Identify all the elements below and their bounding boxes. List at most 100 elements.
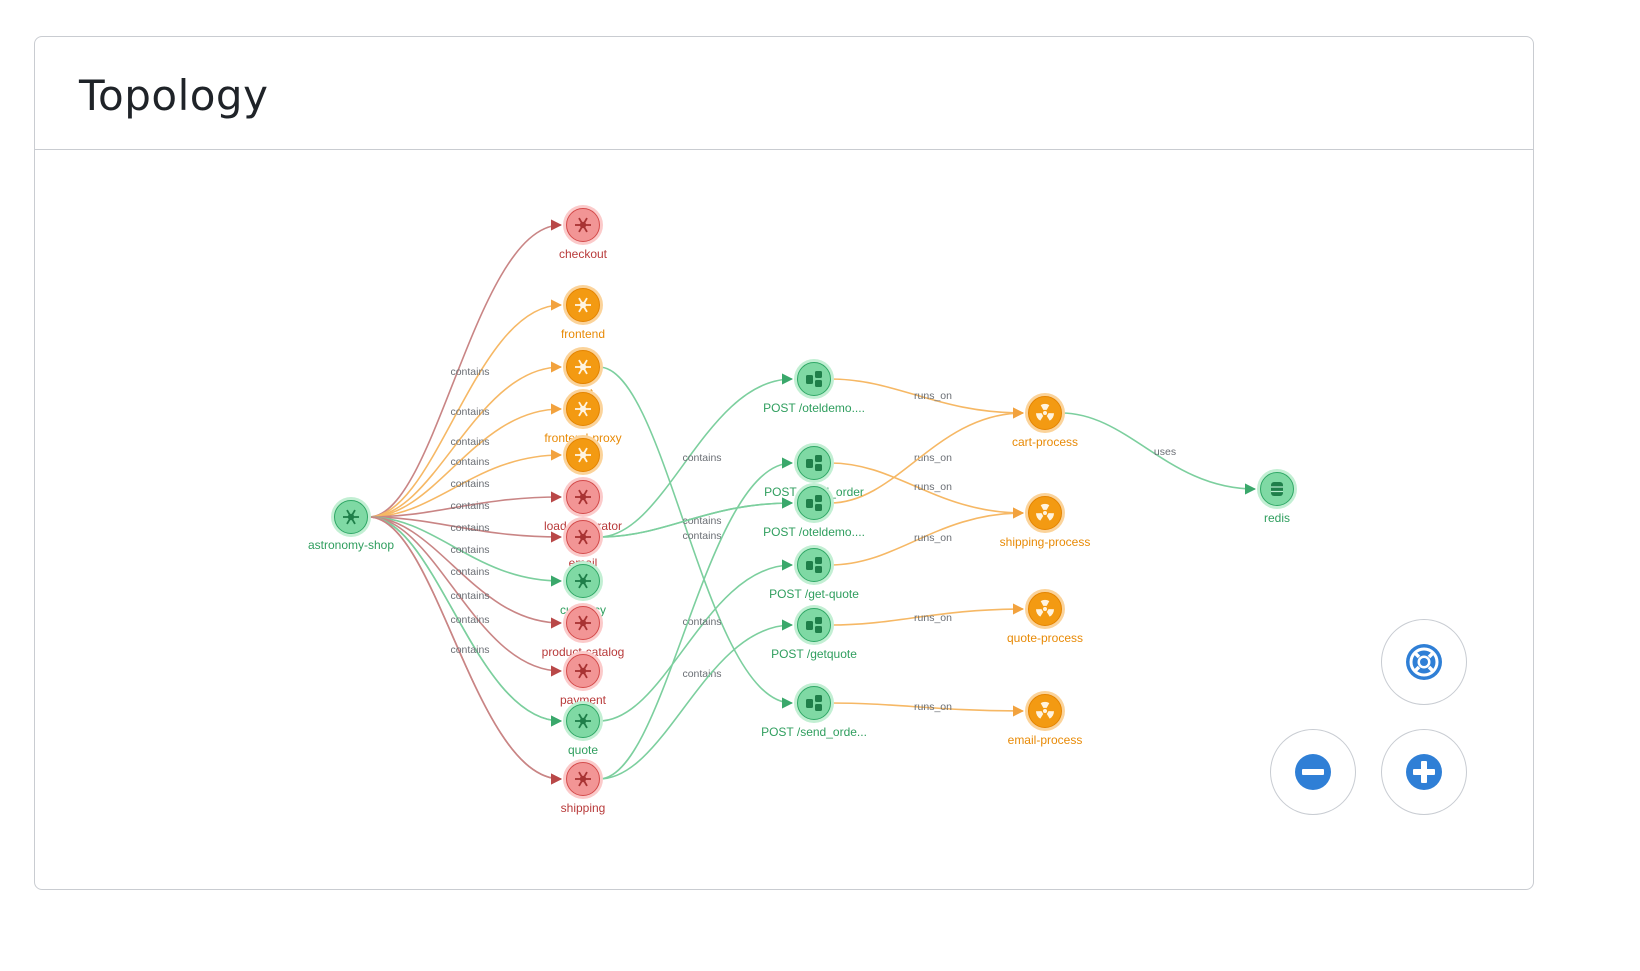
pod-icon <box>575 615 591 631</box>
node-cartp[interactable]: cart-process <box>1012 393 1078 449</box>
edge-label: contains <box>450 544 489 556</box>
edge-label: contains <box>450 366 489 378</box>
node-label: astronomy-shop <box>308 538 394 552</box>
edge-shop-loadgen[interactable] <box>368 491 563 518</box>
pod-icon <box>575 663 591 679</box>
edge-label: uses <box>1154 446 1176 458</box>
edge-label: contains <box>682 616 721 628</box>
edge-shop-catalog[interactable] <box>368 516 563 629</box>
edge-label: contains <box>450 644 489 656</box>
edge-shop-checkout[interactable] <box>368 219 563 518</box>
pod-icon <box>575 359 591 375</box>
node-label: POST /oteldemo.... <box>763 525 865 539</box>
edge-ep4-shipp[interactable] <box>829 507 1025 566</box>
edge-ep1-cartp[interactable] <box>829 378 1025 419</box>
node-ep3[interactable]: POST /oteldemo.... <box>763 483 865 539</box>
pod-icon <box>575 297 591 313</box>
edge-cartp-redis[interactable] <box>1060 412 1257 495</box>
node-catalog[interactable]: product-catalog <box>542 603 625 659</box>
edge-shop-currency[interactable] <box>368 516 563 587</box>
edge-ep6-emailp[interactable] <box>829 702 1025 717</box>
node-label: checkout <box>559 247 608 261</box>
node-label: shipping-process <box>1000 535 1091 549</box>
endpoint-icon <box>806 695 822 711</box>
pod-icon <box>575 771 591 787</box>
edge-ep5-quotep[interactable] <box>829 603 1025 626</box>
node-quote[interactable]: quote <box>563 701 603 757</box>
node-ep4[interactable]: POST /get-quote <box>769 545 859 601</box>
edge-label: contains <box>450 614 489 626</box>
node-label: payment <box>560 693 607 707</box>
node-payment[interactable]: payment <box>560 651 607 707</box>
edges-layer: contains contains contains contains contains… <box>368 219 1257 785</box>
pod-icon <box>575 573 591 589</box>
node-shop[interactable]: astronomy-shop <box>308 497 394 552</box>
node-fproxy[interactable]: frontend-proxy <box>544 389 622 445</box>
node-label: cart-process <box>1012 435 1078 449</box>
node-shipp[interactable]: shipping-process <box>1000 493 1091 549</box>
node-emailp[interactable]: email-process <box>1008 691 1083 747</box>
pod-icon <box>575 217 591 233</box>
edge-ep2-shipp[interactable] <box>829 462 1025 519</box>
endpoint-icon <box>806 557 822 573</box>
edge-email-ep3[interactable] <box>598 497 794 538</box>
node-label: shipping <box>561 801 606 815</box>
topology-graph[interactable]: contains contains contains contains contains… <box>35 37 1534 890</box>
edge-shipping-ep2[interactable] <box>598 457 794 780</box>
edge-shop-email[interactable] <box>368 516 563 543</box>
edge-shop-fproxy[interactable] <box>368 403 563 518</box>
node-label: email-process <box>1008 733 1083 747</box>
pod-icon <box>575 713 591 729</box>
node-email[interactable]: email <box>563 517 603 570</box>
edge-shop-quote[interactable] <box>368 516 563 727</box>
edge-label: contains <box>450 522 489 534</box>
database-icon <box>1271 482 1283 496</box>
node-ep6[interactable]: POST /send_orde... <box>761 683 867 739</box>
panel-header: Topology <box>35 37 1533 150</box>
edge-shipping-ep5[interactable] <box>598 619 794 780</box>
node-label: frontend <box>561 327 605 341</box>
edge-shop-payment[interactable] <box>368 516 563 677</box>
process-icon <box>1036 404 1054 421</box>
pod-icon <box>575 489 591 505</box>
zoom-in-button[interactable] <box>1381 729 1467 815</box>
node-label: quote-process <box>1007 631 1083 645</box>
plus-circle-icon <box>1404 752 1444 792</box>
pod-icon <box>575 447 591 463</box>
fit-view-button[interactable] <box>1381 619 1467 705</box>
zoom-out-button[interactable] <box>1270 729 1356 815</box>
edge-ep3-cartp[interactable] <box>829 407 1025 504</box>
node-ep1[interactable]: POST /oteldemo.... <box>763 359 865 415</box>
node-ep5[interactable]: POST /getquote <box>771 605 857 661</box>
edge-shop-shipping[interactable] <box>368 516 563 785</box>
edge-label: contains <box>450 500 489 512</box>
edge-label: runs_on <box>914 532 952 544</box>
node-redis[interactable]: redis <box>1257 469 1297 525</box>
node-label: redis <box>1264 511 1290 525</box>
edge-label: runs_on <box>914 481 952 493</box>
node-shipping[interactable]: shipping <box>561 759 606 815</box>
node-label: POST /get-quote <box>769 587 859 601</box>
edge-email-ep1[interactable] <box>598 373 794 538</box>
endpoint-icon <box>806 617 822 633</box>
node-cart[interactable]: cart <box>563 347 603 400</box>
edge-label: contains <box>682 530 721 542</box>
node-quotep[interactable]: quote-process <box>1007 589 1083 645</box>
edge-quote-ep4[interactable] <box>598 559 794 722</box>
edge-shop-ad[interactable] <box>368 449 563 518</box>
node-checkout[interactable]: checkout <box>559 205 608 261</box>
pod-icon <box>575 401 591 417</box>
edge-shop-frontend[interactable] <box>368 299 563 518</box>
edge-label: contains <box>450 478 489 490</box>
node-loadgen[interactable]: load-generator <box>544 477 622 533</box>
pod-icon <box>575 529 591 545</box>
edge-label: contains <box>450 456 489 468</box>
node-label: POST /oteldemo.... <box>763 401 865 415</box>
node-ep2[interactable]: POST /send_order <box>764 443 864 499</box>
edge-cart-ep6[interactable] <box>598 366 794 709</box>
edge-shop-cart[interactable] <box>368 361 563 518</box>
lifebuoy-icon <box>1404 642 1444 682</box>
node-frontend[interactable]: frontend <box>561 285 605 341</box>
process-icon <box>1036 701 1054 719</box>
